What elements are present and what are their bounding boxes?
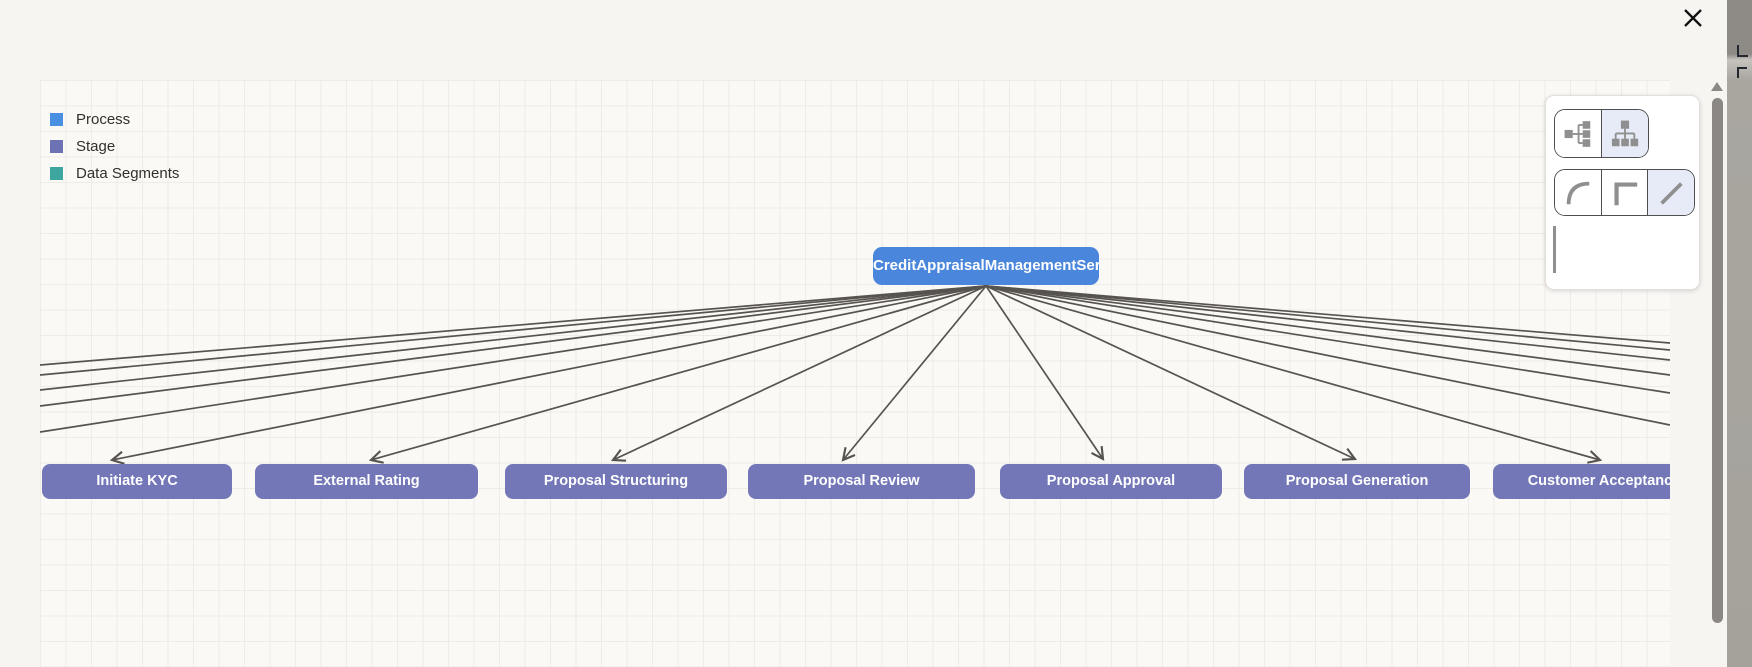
legend-label: Data Segments — [76, 165, 180, 182]
curved-edge-icon — [1566, 181, 1590, 204]
legend-item-data-segments: Data Segments — [50, 160, 179, 187]
legend-item-stage: Stage — [50, 133, 179, 160]
stage-node-proposal-review[interactable]: Proposal Review — [748, 464, 975, 499]
data-segments-color-swatch — [50, 167, 63, 180]
legend-label: Stage — [76, 138, 116, 155]
close-icon — [1684, 9, 1702, 27]
vertical-tree-icon — [1611, 120, 1639, 146]
vertical-tree-layout-button[interactable] — [1601, 110, 1648, 157]
stage-color-swatch — [50, 140, 63, 153]
scroll-up-arrow-icon[interactable] — [1711, 82, 1723, 91]
stage-node-external-rating[interactable]: External Rating — [255, 464, 478, 499]
process-color-swatch — [50, 113, 63, 126]
horizontal-tree-layout-button[interactable] — [1555, 110, 1601, 157]
stage-node-proposal-generation[interactable]: Proposal Generation — [1244, 464, 1470, 499]
stage-node-proposal-approval[interactable]: Proposal Approval — [1000, 464, 1222, 499]
legend: Process Stage Data Segments — [50, 106, 179, 187]
diagram-canvas[interactable]: Process Stage Data Segments CreditApprai… — [40, 80, 1670, 667]
corner-top-left-icon — [1737, 67, 1747, 78]
curved-edges-button[interactable] — [1555, 170, 1601, 215]
close-button[interactable] — [1678, 3, 1708, 33]
layout-toggle-group — [1554, 109, 1649, 158]
legend-label: Process — [76, 111, 131, 128]
clipped-side-panel — [1727, 0, 1752, 667]
corner-bottom-left-icon — [1737, 45, 1748, 57]
process-node-root[interactable]: CreditAppraisalManagementService — [873, 247, 1099, 285]
straight-edges-button[interactable] — [1647, 170, 1694, 215]
zoom-slider-track[interactable] — [1553, 226, 1556, 273]
diagram-controls-panel — [1545, 95, 1700, 290]
stage-node-initiate-kyc[interactable]: Initiate KYC — [42, 464, 232, 499]
orthogonal-edge-icon — [1613, 181, 1637, 205]
legend-item-process: Process — [50, 106, 179, 133]
diagram-edges — [40, 285, 1670, 465]
edge-style-toggle-group — [1554, 169, 1695, 216]
horizontal-tree-icon — [1564, 120, 1591, 147]
scrollbar-thumb[interactable] — [1712, 98, 1723, 623]
stage-node-customer-acceptance[interactable]: Customer Acceptance — [1493, 464, 1670, 499]
stage-node-proposal-structuring[interactable]: Proposal Structuring — [505, 464, 727, 499]
vertical-scrollbar[interactable] — [1708, 76, 1726, 667]
orthogonal-edges-button[interactable] — [1600, 170, 1648, 215]
straight-edge-icon — [1660, 181, 1683, 205]
